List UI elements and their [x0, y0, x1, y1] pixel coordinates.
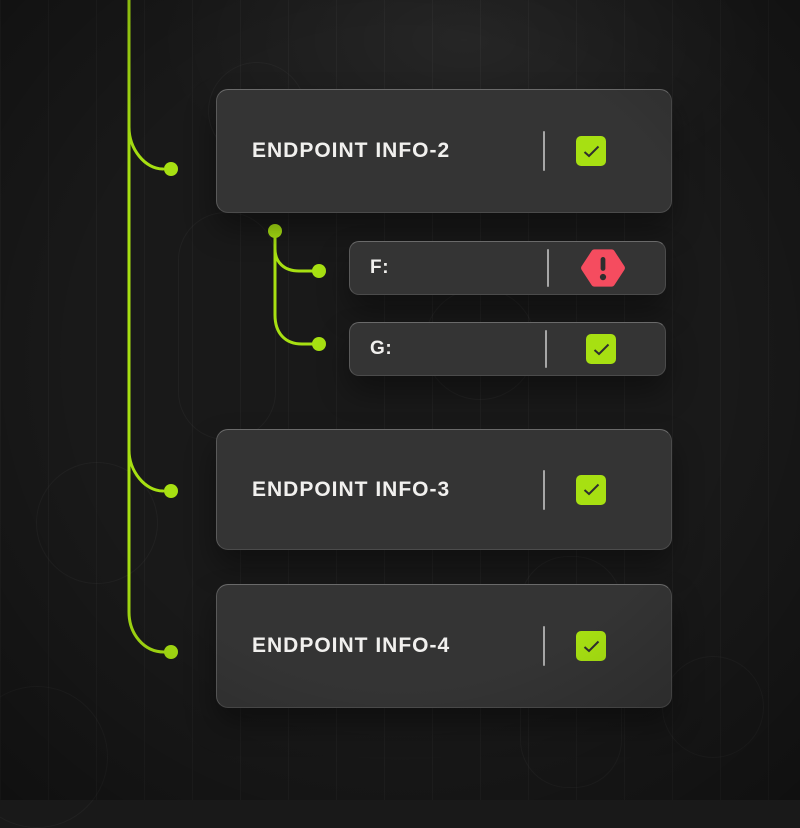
card-endpoint-info-2[interactable]: ENDPOINT INFO-2: [216, 89, 672, 213]
card-title: ENDPOINT INFO-3: [217, 478, 543, 502]
vertical-divider: [543, 469, 545, 510]
card-title: ENDPOINT INFO-4: [217, 634, 543, 658]
card-endpoint-info-4[interactable]: ENDPOINT INFO-4: [216, 584, 672, 708]
vertical-divider: [543, 131, 545, 171]
check-icon[interactable]: [576, 474, 606, 505]
canvas: ENDPOINT INFO-2 F: G: ENDP: [0, 0, 800, 800]
card-f[interactable]: F:: [349, 241, 666, 295]
vertical-divider: [543, 626, 545, 666]
vertical-divider: [545, 330, 547, 368]
card-title: F:: [350, 257, 547, 279]
check-icon[interactable]: [586, 334, 616, 364]
check-icon[interactable]: [576, 136, 606, 166]
card-title: G:: [350, 338, 545, 360]
vertical-divider: [547, 249, 549, 287]
check-icon[interactable]: [576, 631, 606, 661]
card-endpoint-info-3[interactable]: ENDPOINT INFO-3: [216, 429, 672, 550]
background-vignette: [0, 0, 800, 800]
alert-icon[interactable]: [580, 248, 626, 288]
card-title: ENDPOINT INFO-2: [217, 139, 543, 163]
card-g[interactable]: G:: [349, 322, 666, 376]
